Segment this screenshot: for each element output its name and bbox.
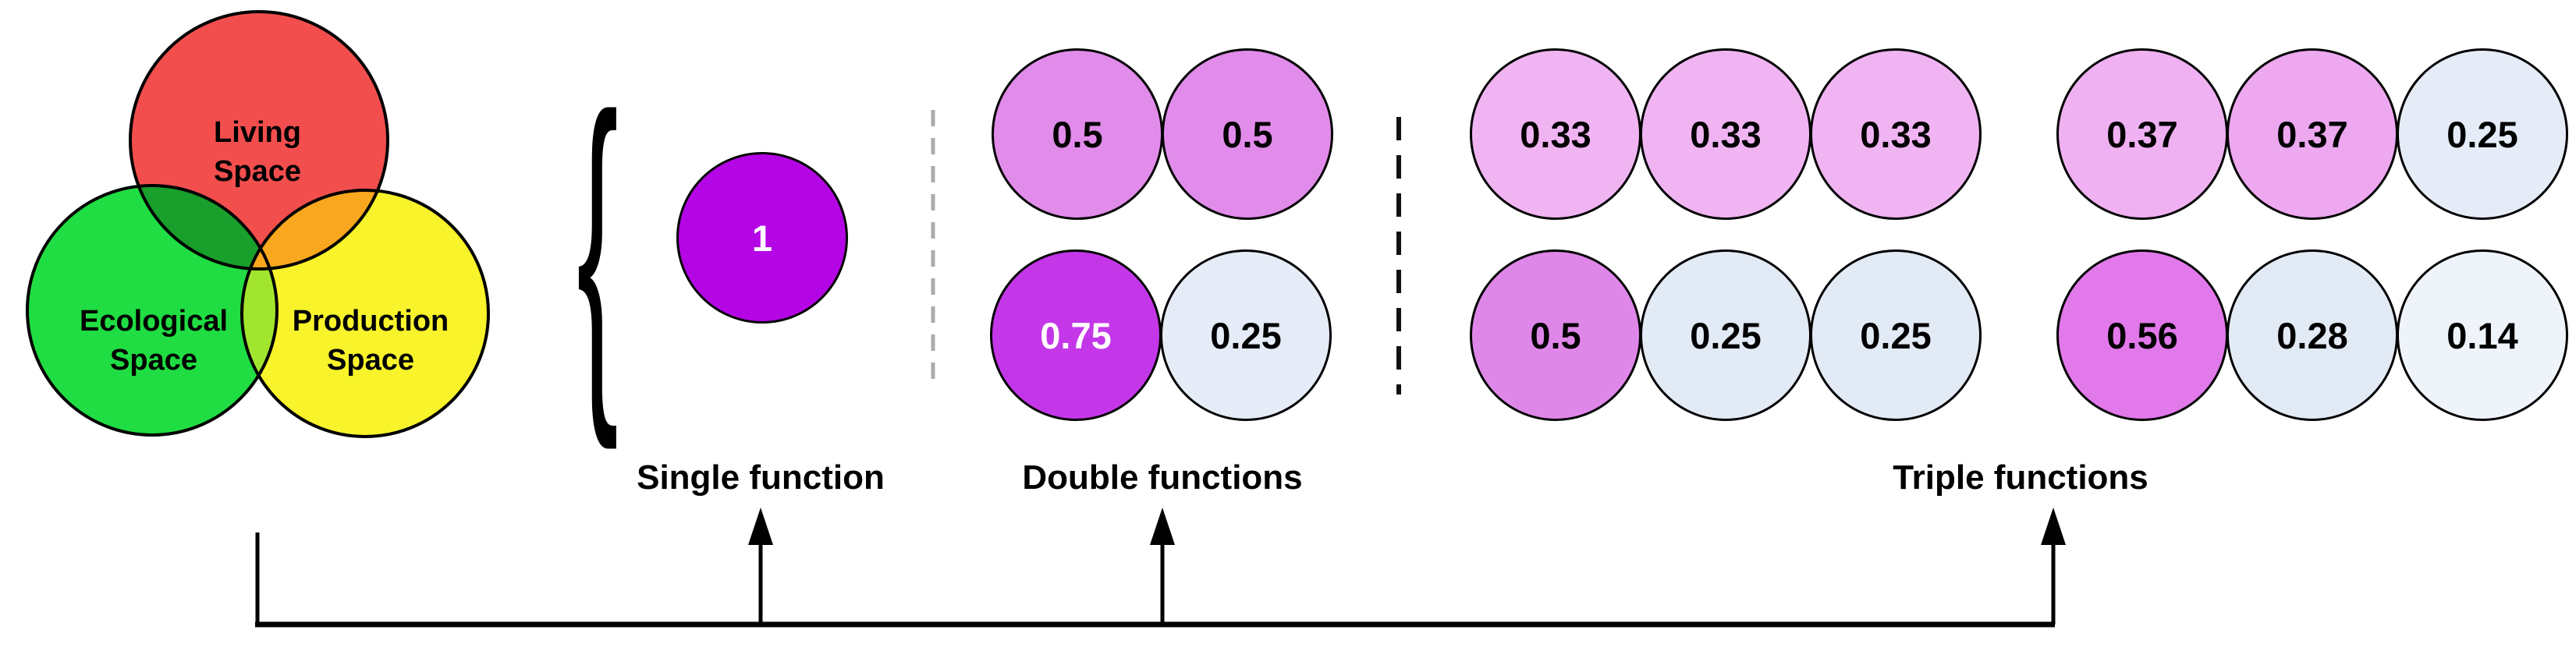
arrow-triple-head-icon [2041,508,2066,545]
triple-g2-circle-r1c1: 0.37 [2056,48,2228,220]
curly-brace: { [577,42,618,453]
section-label-double-functions: Double functions [1022,458,1303,497]
venn-outline-production [240,189,490,438]
triple-g2-circle-r2c1: 0.56 [2056,249,2228,421]
venn-diagram [26,10,490,438]
venn-label-living: Living Space [214,116,301,188]
venn-outline-living [129,10,389,271]
triple-g1-circle-r2c1: 0.5 [1470,249,1641,421]
double-circle-r2c1: 0.75 [990,249,1162,421]
venn-outline-ecological [26,184,279,437]
bottom-connector [255,508,2066,628]
triple-g2-circle-r1c2: 0.37 [2227,48,2398,220]
double-circle-r2c2: 0.25 [1160,249,1332,421]
triple-g2-circle-r2c2: 0.28 [2227,249,2398,421]
venn-overlap-living-production [242,190,388,269]
double-circle-r1c2: 0.5 [1162,48,1333,220]
section-label-single-function: Single function [637,458,885,497]
triple-g2-circle-r1c3: 0.25 [2397,48,2568,220]
triple-g1-circle-r2c3: 0.25 [1810,249,1982,421]
arrow-single-head-icon [748,508,773,545]
single-function-circle: 1 [676,152,848,324]
venn-label-production: Production Space [292,305,449,377]
double-circle-r1c1: 0.5 [992,48,1163,220]
curly-brace-glyph: { [577,42,618,453]
triple-g1-circle-r1c1: 0.33 [1470,48,1641,220]
arrow-double-head-icon [1150,508,1175,545]
triple-g1-circle-r1c2: 0.33 [1640,48,1811,220]
venn-label-ecological: Ecological Space [79,305,229,377]
section-label-triple-functions: Triple functions [1893,458,2148,497]
triple-g2-circle-r2c3: 0.14 [2397,249,2568,421]
triple-g1-circle-r2c2: 0.25 [1640,249,1811,421]
venn-overlap-living-ecological [130,186,277,269]
triple-g1-circle-r1c3: 0.33 [1810,48,1982,220]
